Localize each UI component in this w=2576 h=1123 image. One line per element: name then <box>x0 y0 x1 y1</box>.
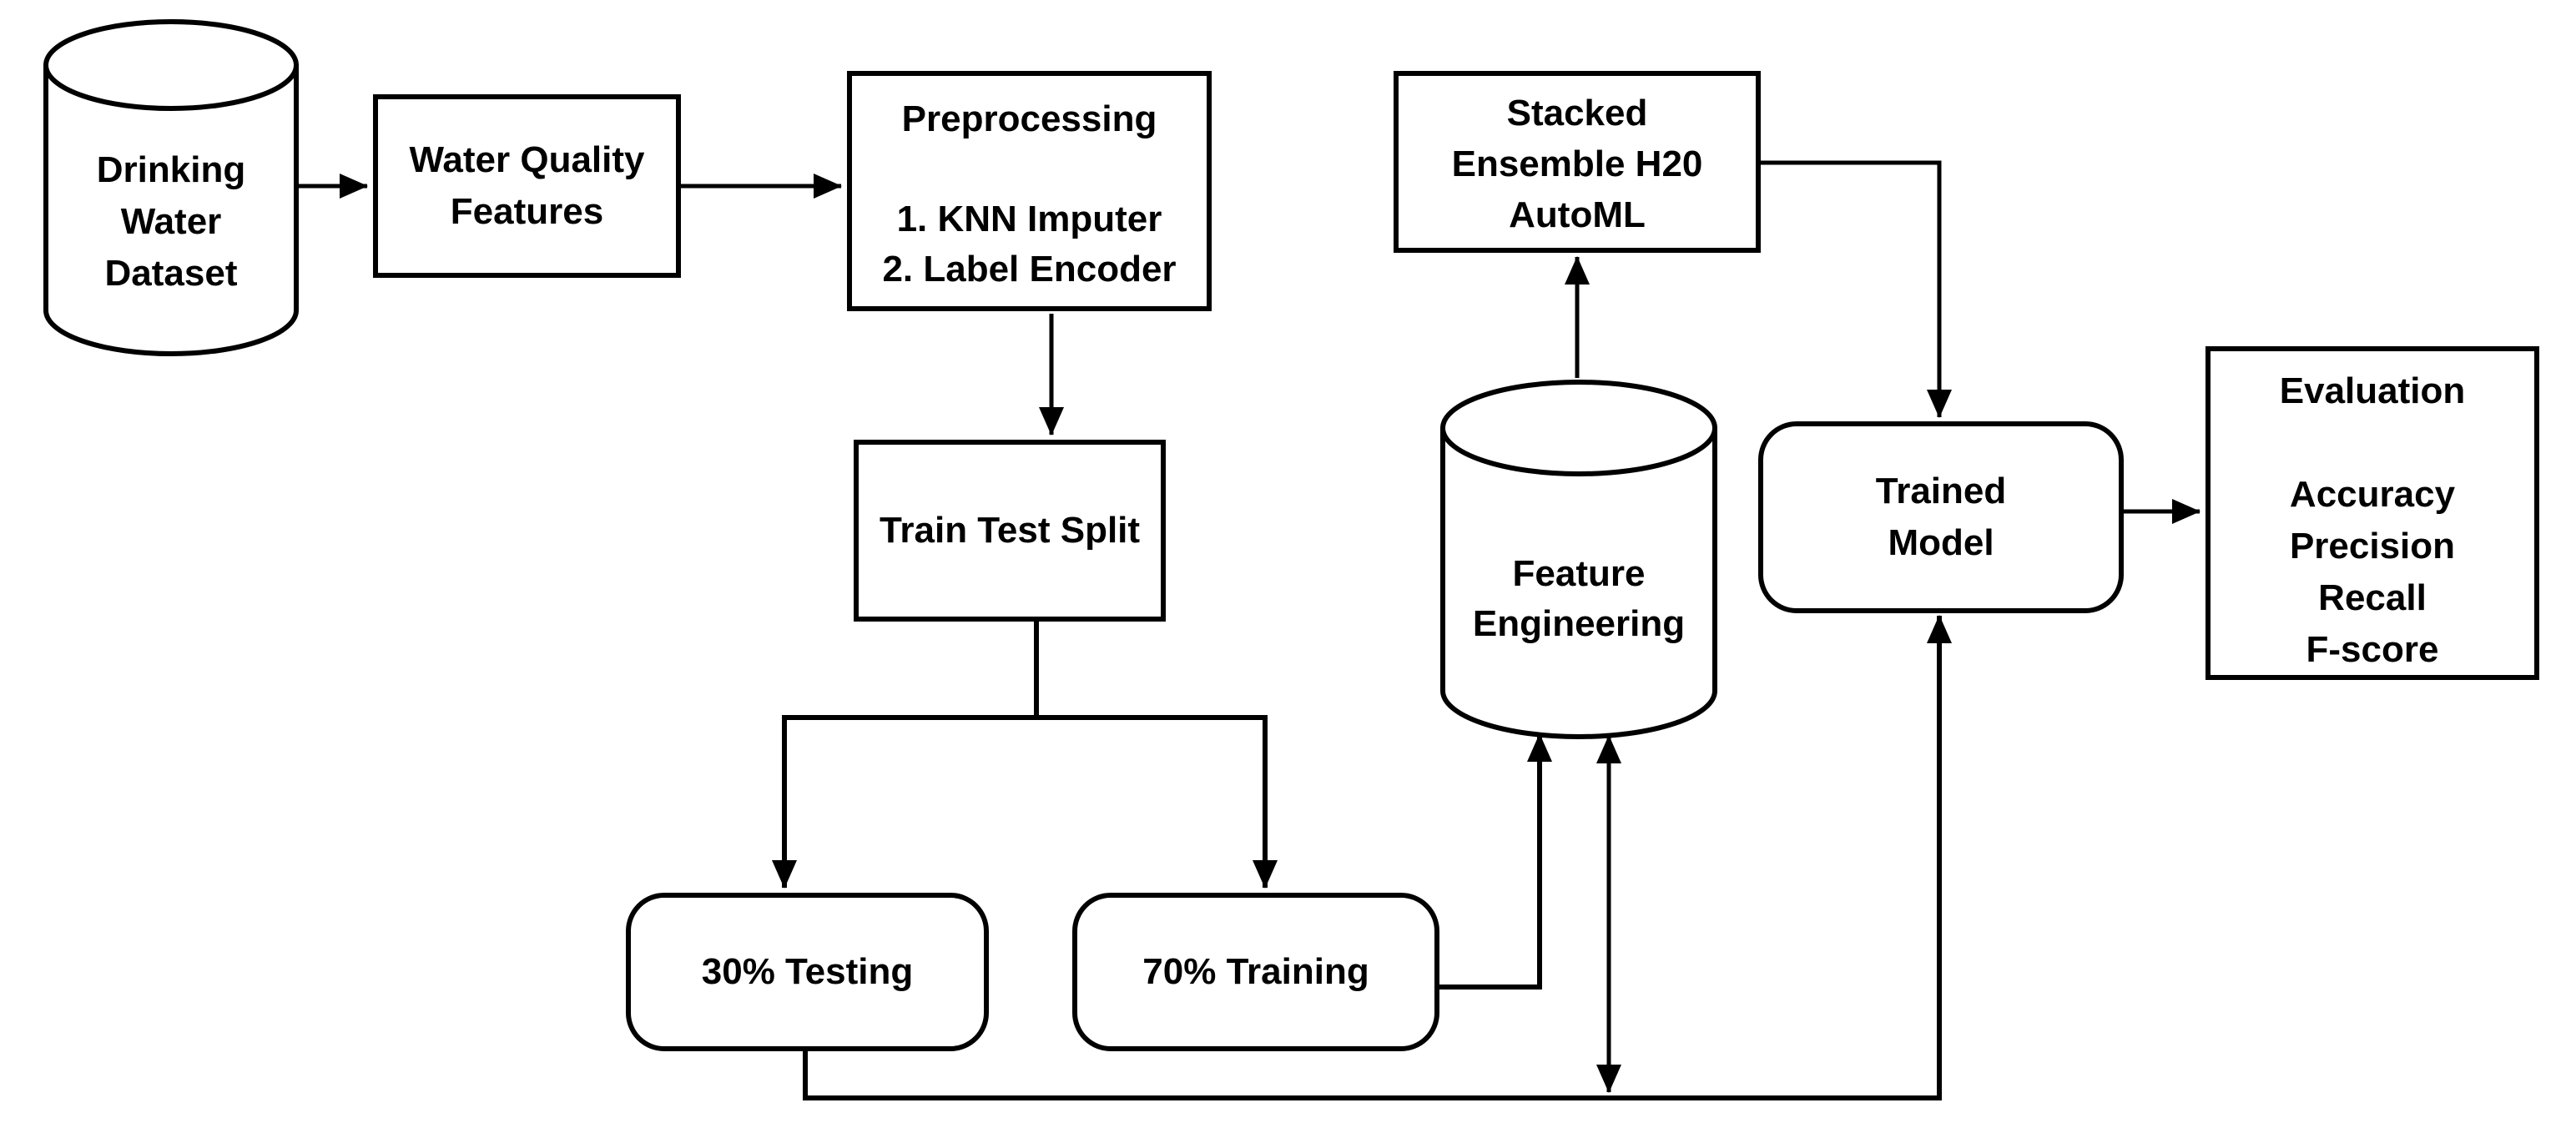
node-label-line: Water <box>120 201 222 242</box>
node-label-line: Features <box>450 191 604 232</box>
node-label-line: Dataset <box>104 253 238 294</box>
node-label-line: 30% Testing <box>701 951 914 992</box>
node-label-line: Recall <box>2318 577 2427 618</box>
node-label-line: 1. KNN Imputer <box>896 199 1162 239</box>
node-water-quality-features: Water Quality Features <box>373 94 681 278</box>
node-label-line: AutoML <box>1509 194 1646 235</box>
node-training-70: 70% Training <box>1072 893 1439 1051</box>
node-label-line: 70% Training <box>1142 951 1369 992</box>
node-stacked-ensemble-automl: Stacked Ensemble H20 AutoML <box>1394 71 1761 253</box>
node-label-line: Stacked <box>1506 93 1648 133</box>
node-label-line: Train Test Split <box>879 510 1141 551</box>
cylinder-shape <box>43 19 299 356</box>
node-drinking-water-dataset: Drinking Water Dataset <box>43 19 299 356</box>
node-label-line: Preprocessing <box>901 98 1157 139</box>
node-label-line: Model <box>1888 522 1994 563</box>
node-preprocessing: Preprocessing 1. KNN Imputer 2. Label En… <box>847 71 1212 311</box>
node-label-line: Feature <box>1512 553 1646 594</box>
node-testing-30: 30% Testing <box>626 893 989 1051</box>
node-label-line: 2. Label Encoder <box>882 249 1177 290</box>
node-label-line <box>852 144 1207 194</box>
node-trained-model: Trained Model <box>1758 421 2124 613</box>
node-evaluation: Evaluation Accuracy Precision Recall F-s… <box>2205 346 2539 680</box>
edge-automl-to-trained-model <box>1761 160 1952 418</box>
node-label-line: Trained <box>1875 471 2007 511</box>
node-label-line <box>2211 417 2534 469</box>
node-label-line: Drinking <box>96 149 246 190</box>
node-label-line: Evaluation <box>2279 370 2466 411</box>
node-feature-engineering: Feature Engineering <box>1440 380 1717 739</box>
edge-split-branches <box>772 620 1278 889</box>
node-label-line: Water Quality <box>409 139 645 180</box>
edge-training-to-feature-engineering <box>1437 733 1552 990</box>
node-label-line: Accuracy <box>2289 474 2456 515</box>
node-train-test-split: Train Test Split <box>854 440 1166 622</box>
node-label-line: F-score <box>2306 629 2439 670</box>
cylinder-shape <box>1440 380 1717 739</box>
node-label-line: Precision <box>2289 526 2456 567</box>
edge-testing-to-trained-model <box>803 615 1952 1100</box>
node-label-line: Ensemble H20 <box>1451 144 1703 184</box>
node-label-line: Engineering <box>1472 603 1686 644</box>
